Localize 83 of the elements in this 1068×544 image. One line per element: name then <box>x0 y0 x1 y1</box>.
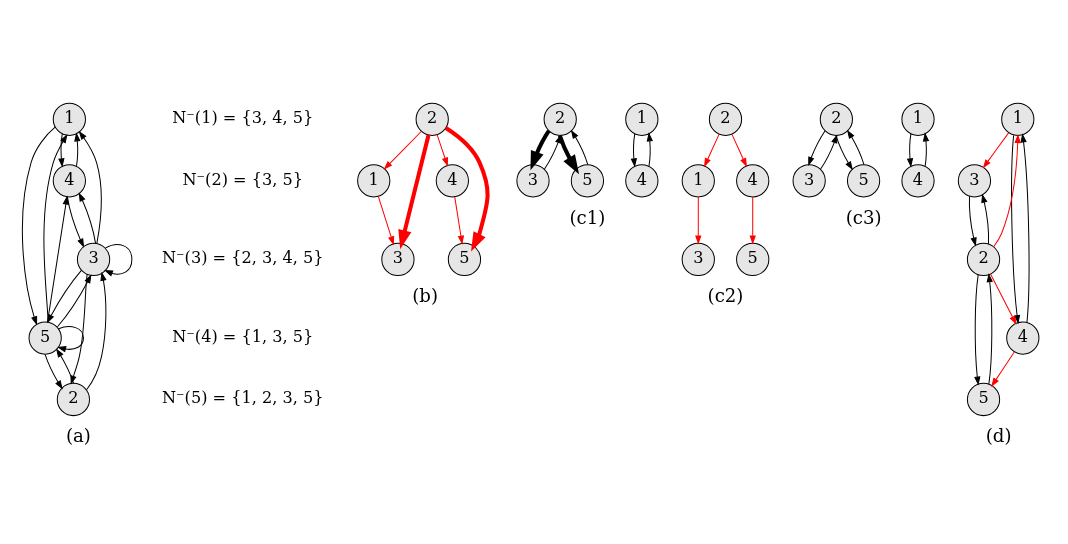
arrow <box>530 129 551 170</box>
arrow <box>454 195 465 245</box>
arrow <box>731 133 747 167</box>
arrow <box>58 132 65 167</box>
arrow <box>993 133 1021 247</box>
arrow <box>55 347 75 384</box>
node-circle: 5 <box>736 242 770 276</box>
arrow <box>1011 134 1021 324</box>
label: N⁻(1) = {3, 4, 5} <box>172 107 314 127</box>
node-circle: 3 <box>957 163 992 197</box>
node-circle: 2 <box>708 102 743 136</box>
node-circle: 5 <box>28 320 62 355</box>
arrow <box>974 273 981 386</box>
arrow <box>544 133 562 169</box>
node-circle: 1 <box>357 163 391 197</box>
arrow <box>377 195 395 245</box>
arrow <box>808 129 826 166</box>
arrow <box>383 130 422 170</box>
arrow <box>646 131 653 166</box>
node-circle: 4 <box>736 163 770 197</box>
label: N⁻(3) = {2, 3, 4, 5} <box>162 247 324 267</box>
label: (c2) <box>707 284 744 306</box>
arrow <box>1020 132 1030 323</box>
node-circle: 2 <box>415 102 449 136</box>
arrow <box>968 195 977 247</box>
arrow <box>74 131 81 166</box>
arrow <box>103 243 133 276</box>
arrow <box>986 272 993 385</box>
node-circle: 3 <box>76 242 111 276</box>
label: (c1) <box>569 206 606 228</box>
arrow <box>749 195 756 245</box>
arrow <box>630 132 637 167</box>
label: (b) <box>412 284 439 306</box>
node-circle: 4 <box>625 163 659 197</box>
arrow <box>444 125 490 251</box>
node-circle: 5 <box>966 382 1001 416</box>
label: N⁻(5) = {1, 2, 3, 5} <box>162 387 324 407</box>
arrow <box>570 129 589 165</box>
node-circle: 4 <box>1006 320 1040 355</box>
arrow <box>820 133 838 169</box>
arrow <box>70 273 88 385</box>
arrow <box>846 129 865 165</box>
node-circle: 4 <box>52 163 86 197</box>
node-circle: 1 <box>52 102 86 136</box>
arrow <box>57 273 92 327</box>
node-circle: 1 <box>625 102 659 136</box>
arrow <box>906 132 914 167</box>
label: N⁻(4) = {1, 3, 5} <box>172 326 314 346</box>
node-circle: 4 <box>901 163 935 197</box>
node-circle: 5 <box>570 163 605 197</box>
arrow <box>398 134 431 249</box>
label: (c3) <box>845 206 882 228</box>
node-circle: 3 <box>792 163 826 197</box>
node-circle: 2 <box>819 102 853 136</box>
node-circle: 1 <box>681 163 715 197</box>
arrow <box>78 191 97 244</box>
node-circle: 3 <box>516 163 550 197</box>
label: N⁻(2) = {3, 5} <box>182 169 303 189</box>
arrow <box>990 273 1017 325</box>
arrow <box>922 131 930 166</box>
arrow <box>44 353 63 389</box>
node-circle: 2 <box>543 102 577 136</box>
arrow <box>981 193 990 244</box>
arrow <box>991 350 1015 387</box>
arrow <box>78 130 102 244</box>
arrow <box>704 133 720 167</box>
arrow <box>695 195 702 245</box>
node-circle: 2 <box>966 242 1001 276</box>
arrow <box>57 325 84 352</box>
node-circle: 2 <box>56 382 91 416</box>
arrow <box>557 134 580 174</box>
label: (d) <box>985 424 1012 446</box>
node-circle: 5 <box>447 242 482 276</box>
node-circle: 1 <box>1001 102 1035 136</box>
label: (a) <box>65 424 91 446</box>
node-circle: 4 <box>435 163 469 197</box>
arrow <box>982 131 1010 168</box>
node-circle: 1 <box>901 102 935 136</box>
arrow <box>86 271 107 390</box>
node-circle: 3 <box>681 242 715 276</box>
arrow <box>436 133 448 167</box>
node-circle: 5 <box>846 163 881 197</box>
node-circle: 3 <box>381 242 415 276</box>
